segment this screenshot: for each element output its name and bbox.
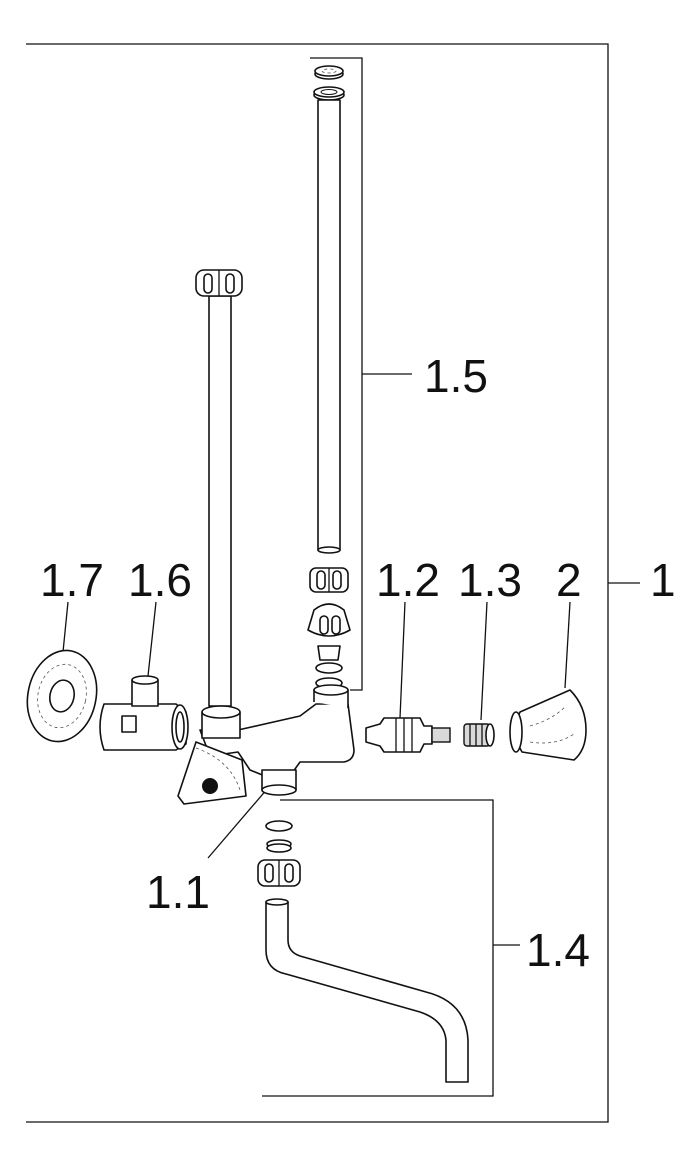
rosette: [26, 649, 98, 743]
label-assembly: 1: [650, 554, 676, 606]
riser-small-rings: [315, 645, 343, 689]
label-cartridge: 1.2: [376, 554, 440, 606]
riser-nut: [309, 567, 349, 593]
label-adapter: 1.3: [458, 554, 522, 606]
body-leader: [207, 787, 269, 859]
adapter-leader: [480, 601, 488, 721]
valve-leader: [147, 601, 157, 677]
label-valve: 1.6: [128, 554, 192, 606]
label-body: 1.1: [146, 866, 210, 918]
rosette-leader: [62, 601, 69, 653]
assembly-bracket: [26, 43, 640, 1123]
label-rosette: 1.7: [40, 554, 104, 606]
riser-washer-top: [314, 65, 344, 80]
angle-valve: [99, 675, 189, 751]
handle-cap: [509, 689, 587, 761]
riser-washer-second: [313, 86, 345, 101]
spout: [265, 898, 469, 1083]
cartridge-leader: [399, 601, 406, 719]
adapter: [463, 723, 495, 747]
riser-bracket: [310, 57, 412, 691]
spout-bracket: [262, 799, 520, 1097]
label-riser: 1.5: [424, 350, 488, 402]
spout-nut: [257, 859, 301, 887]
cartridge: [365, 717, 451, 753]
label-handle: 2: [556, 554, 582, 606]
riser-olive: [307, 603, 351, 637]
mixer-body: [177, 684, 355, 805]
riser-tube: [317, 99, 341, 554]
label-spout: 1.4: [526, 924, 590, 976]
left-riser-tube: [195, 269, 243, 707]
spout-washers: [265, 820, 293, 853]
handle-leader: [564, 601, 571, 689]
